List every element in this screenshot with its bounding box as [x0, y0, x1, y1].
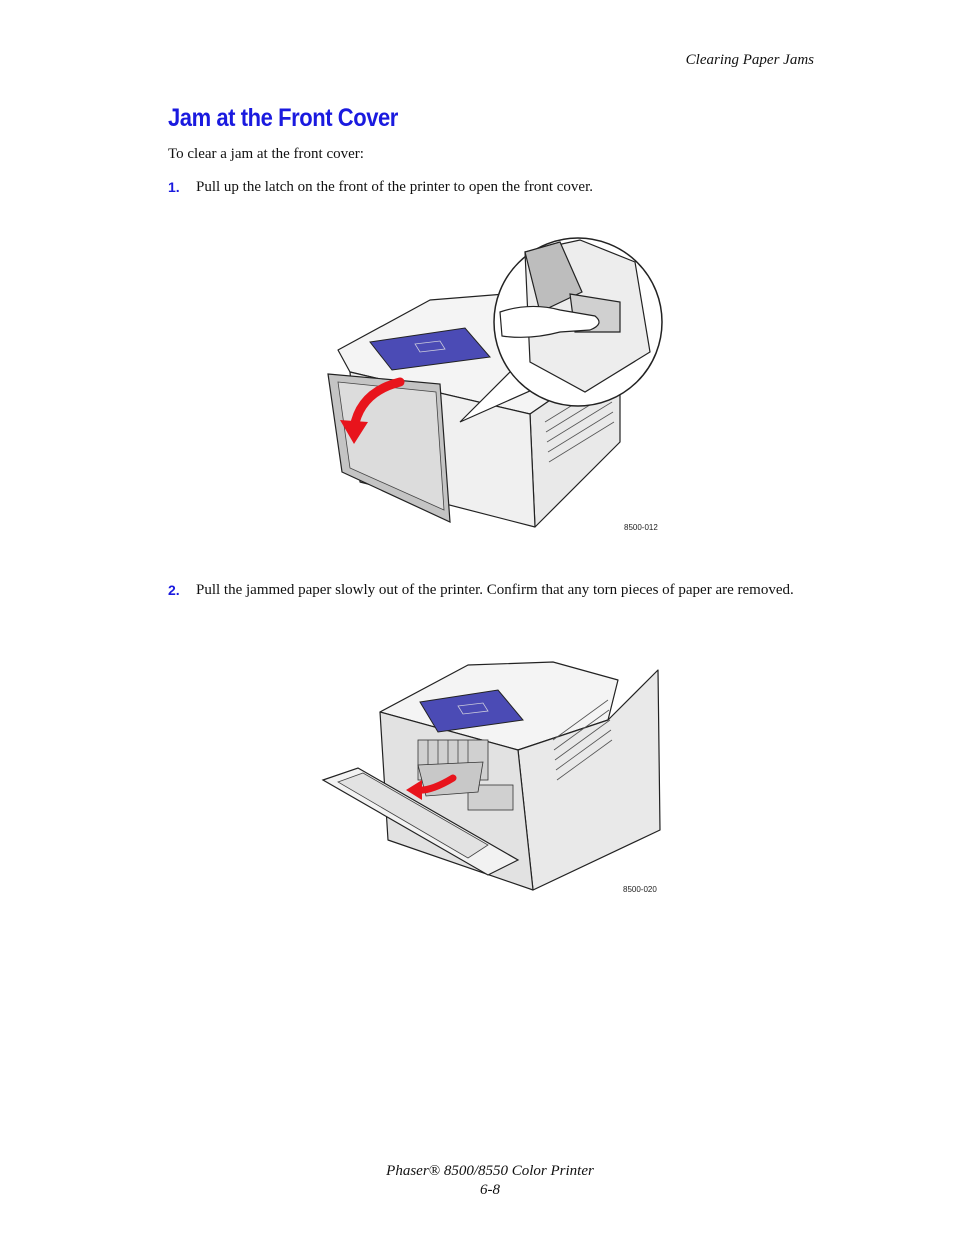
step-text: Pull the jammed paper slowly out of the … — [196, 582, 794, 598]
figure-printer-front-cover-open: 8500-012 — [320, 232, 670, 542]
section-title: Jam at the Front Cover — [168, 104, 398, 132]
printer-illustration-1 — [327, 237, 663, 528]
step-1: 1. Pull up the latch on the front of the… — [168, 177, 813, 198]
step-number: 2. — [168, 582, 180, 598]
footer-page-number: 6-8 — [480, 1182, 500, 1198]
footer-product: Phaser® 8500/8550 Color Printer — [386, 1163, 594, 1179]
running-head: Clearing Paper Jams — [685, 52, 814, 68]
step-number: 1. — [168, 179, 180, 195]
figure-printer-jammed-paper: 8500-020 — [318, 640, 668, 900]
page-footer: Phaser® 8500/8550 Color Printer 6-8 — [0, 1162, 954, 1200]
step-2: 2. Pull the jammed paper slowly out of t… — [168, 580, 813, 601]
printer-illustration-2 — [321, 661, 661, 891]
intro-text: To clear a jam at the front cover: — [168, 146, 364, 162]
step-text: Pull up the latch on the front of the pr… — [196, 179, 593, 195]
figure-code: 8500-020 — [623, 885, 657, 894]
figure-code: 8500-012 — [624, 523, 658, 532]
